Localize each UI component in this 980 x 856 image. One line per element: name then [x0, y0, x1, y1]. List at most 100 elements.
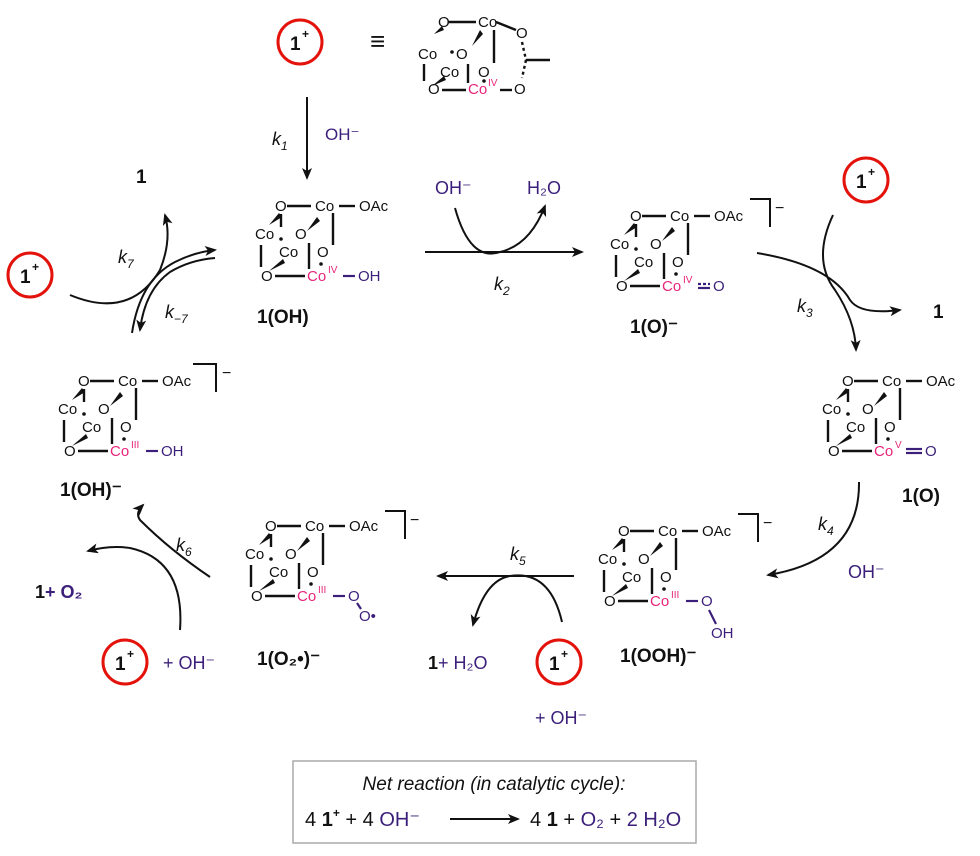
svg-text:−: − — [410, 512, 419, 529]
svg-text:O: O — [842, 373, 854, 390]
k-7-label: k−7 — [165, 302, 189, 326]
svg-text:+: + — [561, 647, 568, 661]
svg-text:O: O — [348, 588, 360, 605]
svg-text:III: III — [318, 585, 326, 596]
svg-text:O: O — [604, 593, 616, 610]
svg-text:OAc: OAc — [162, 373, 192, 390]
species-label: 1(OOH)⁻ — [620, 646, 697, 667]
species-1-O2-radical-minus: O Co OAc Co O Co O O Co III O O• − 1(O₂•… — [245, 510, 419, 670]
k3-label: k3 — [797, 296, 813, 320]
svg-text:OAc: OAc — [359, 198, 389, 215]
svg-text:Co: Co — [622, 569, 641, 586]
k5-reagent-2: + OH⁻ — [535, 708, 587, 728]
svg-text:Co: Co — [315, 198, 334, 215]
k2-reagent-in: OH⁻ — [435, 178, 472, 198]
svg-text:O: O — [516, 25, 528, 42]
svg-text:OAc: OAc — [714, 208, 744, 225]
species-1-OH-minus: O Co OAc Co O Co O O Co III OH − 1(OH)⁻ — [58, 363, 231, 501]
svg-text:O•: O• — [359, 608, 376, 625]
svg-text:O: O — [616, 278, 628, 295]
svg-text:OAc: OAc — [926, 373, 956, 390]
svg-text:1: 1 — [856, 172, 867, 193]
species-label: 1(OH)⁻ — [60, 480, 122, 501]
species-1-OH: O Co OAc Co O Co O O Co IV OH 1(OH) — [255, 198, 389, 328]
svg-text:Co: Co — [658, 523, 677, 540]
svg-text:1: 1 — [115, 654, 126, 675]
svg-text:O: O — [701, 593, 713, 610]
svg-text:1: 1 — [549, 654, 560, 675]
k7-label: k7 — [118, 247, 135, 271]
catalyst-charge: + — [302, 27, 309, 41]
k-7-arrow — [136, 257, 216, 332]
svg-text:O: O — [78, 373, 90, 390]
svg-text:O: O — [307, 564, 319, 581]
step-k3: 1 + k3 1 — [756, 156, 944, 352]
svg-text:Co: Co — [874, 443, 893, 460]
svg-text:O: O — [884, 419, 896, 436]
k6-reagent-2: + OH⁻ — [163, 653, 215, 673]
svg-text:Co: Co — [307, 268, 326, 285]
net-reaction-rhs: 4 1 + O₂ + 2 H₂O — [530, 809, 681, 831]
svg-text:−: − — [222, 365, 231, 382]
svg-text:O: O — [456, 46, 468, 63]
net-reaction-title: Net reaction (in catalytic cycle): — [363, 774, 626, 795]
svg-text:−: − — [775, 200, 784, 217]
svg-text:O: O — [630, 208, 642, 225]
svg-text:Co: Co — [297, 588, 316, 605]
svg-text:O: O — [285, 546, 297, 563]
k7-arrow — [131, 246, 217, 334]
species-label: 1(OH) — [257, 307, 309, 328]
svg-text:III: III — [131, 440, 139, 451]
svg-text:Co: Co — [610, 236, 629, 253]
svg-text:OH: OH — [161, 443, 184, 460]
step-k7: 1 1 + k7 k−7 — [6, 167, 217, 334]
k5-label: k5 — [510, 544, 526, 568]
svg-text:O: O — [251, 588, 263, 605]
svg-text:V: V — [895, 440, 902, 451]
svg-text:Co: Co — [418, 46, 437, 63]
svg-text:Co: Co — [670, 208, 689, 225]
svg-text:Co: Co — [468, 81, 487, 98]
net-reaction-lhs: 4 1+ + 4 OH⁻ — [305, 806, 420, 831]
svg-text:O: O — [862, 401, 874, 418]
k6-arrow — [132, 503, 211, 578]
svg-text:O: O — [98, 401, 110, 418]
k4-reagent: OH⁻ — [848, 562, 885, 582]
svg-text:+: + — [127, 647, 134, 661]
k5-side-arrow — [470, 574, 563, 627]
k1-reagent: OH⁻ — [325, 125, 359, 144]
svg-text:O: O — [261, 268, 273, 285]
svg-text:O: O — [275, 198, 287, 215]
svg-text:O: O — [828, 443, 840, 460]
catalyst-structure: O Co Co O Co O O Co IV O O — [418, 14, 550, 98]
svg-text:Co: Co — [650, 593, 669, 610]
svg-text:Co: Co — [269, 564, 288, 581]
species-label: 1(O)⁻ — [630, 317, 678, 338]
svg-text:O: O — [317, 244, 329, 261]
k6-side-arrow — [86, 543, 182, 631]
svg-text:O: O — [295, 226, 307, 243]
svg-text:IV: IV — [328, 265, 338, 276]
species-1-O-minus: O Co OAc Co O Co O O Co IV O − 1(O)⁻ — [610, 198, 784, 338]
svg-text:Co: Co — [279, 244, 298, 261]
step-k2: OH⁻ H₂O k2 — [425, 178, 584, 298]
svg-text:O: O — [925, 443, 937, 460]
svg-text:III: III — [671, 590, 679, 601]
svg-text:O: O — [438, 14, 450, 31]
k7-product: 1 — [136, 167, 147, 188]
svg-text:Co: Co — [118, 373, 137, 390]
svg-text:−: − — [763, 515, 772, 532]
svg-text:IV: IV — [488, 78, 498, 89]
svg-text:OH: OH — [358, 268, 381, 285]
svg-text:+: + — [868, 165, 875, 179]
svg-text:O: O — [120, 419, 132, 436]
svg-text:O: O — [650, 236, 662, 253]
k3-arrow — [822, 214, 861, 352]
svg-text:Co: Co — [255, 226, 274, 243]
step-k4: k4 OH⁻ — [766, 481, 885, 582]
k3-product-arrow — [756, 252, 902, 317]
svg-text:O: O — [618, 523, 630, 540]
species-label: 1(O₂•)⁻ — [257, 649, 320, 670]
catalyst-ring — [276, 18, 324, 66]
